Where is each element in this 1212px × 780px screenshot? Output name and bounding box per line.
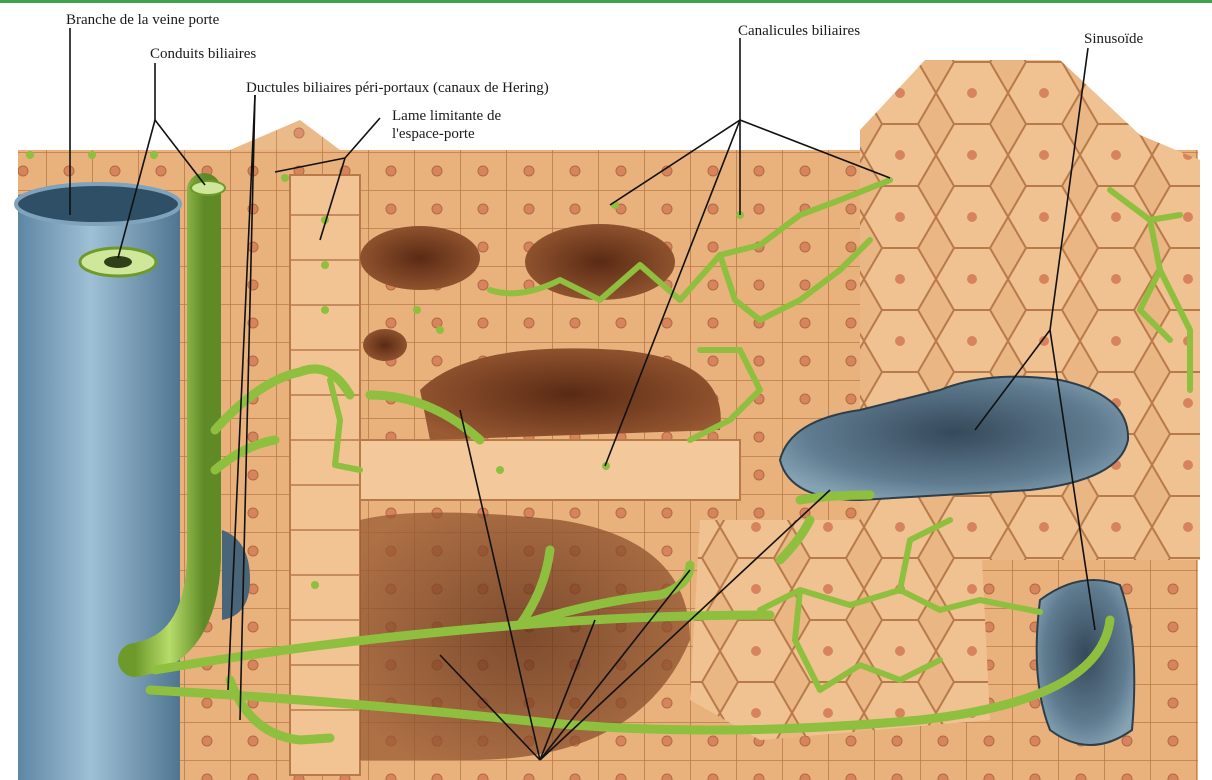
label-bile-ducts: Conduits biliaires bbox=[150, 46, 256, 62]
label-portal-vein-branch: Branche de la veine porte bbox=[66, 12, 220, 28]
label-bile-canaliculi: Canalicules biliaires bbox=[738, 23, 860, 39]
label-periportal-ductules: Ductules biliaires péri-portaux (canaux … bbox=[246, 80, 549, 96]
label-sinusoid: Sinusoïde bbox=[1084, 31, 1144, 47]
label-limiting-plate-line2: l'espace-porte bbox=[392, 126, 475, 142]
label-limiting-plate-line1: Lame limitante de bbox=[392, 108, 501, 124]
